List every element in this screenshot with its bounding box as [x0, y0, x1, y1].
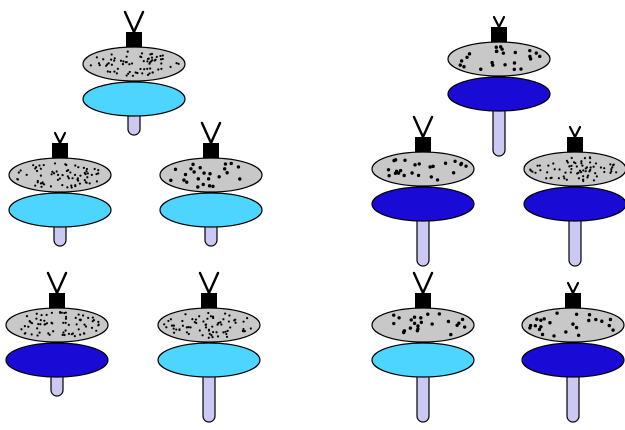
spinning-top-1-1: [82, 10, 186, 136]
knob: [126, 32, 142, 47]
dark-blue-disk: [5, 342, 109, 378]
antenna-icon: [123, 10, 145, 34]
knob: [415, 137, 431, 152]
spinning-top-1-5: [157, 271, 261, 423]
antenna-icon: [492, 15, 506, 29]
spinning-top-1-2: [8, 131, 112, 247]
light-blue-disk: [159, 192, 263, 228]
speckled-disk: [447, 41, 551, 77]
speckle-dots: [528, 311, 615, 338]
knob: [203, 143, 219, 158]
speckle-dots: [169, 161, 242, 189]
antenna-icon: [53, 131, 67, 145]
knob: [491, 27, 507, 42]
antenna-icon: [198, 271, 220, 295]
speckled-disk: [8, 157, 112, 193]
speckled-disk: [5, 307, 109, 343]
knob: [52, 143, 68, 158]
speckle-dots: [163, 311, 252, 339]
light-blue-disk: [157, 342, 261, 378]
spinning-top-2-1: [447, 15, 551, 157]
speckle-dots: [458, 45, 542, 72]
knob: [201, 293, 217, 308]
spinning-top-2-3: [523, 125, 625, 267]
speckled-disk: [523, 151, 625, 187]
stem: [566, 363, 580, 423]
spinning-top-2-5: [521, 281, 625, 423]
dark-blue-disk: [521, 342, 625, 378]
knob: [49, 293, 65, 308]
knob: [565, 293, 581, 308]
light-blue-disk: [371, 342, 475, 378]
dark-blue-disk: [371, 186, 475, 222]
speckle-dots: [392, 312, 467, 337]
spinning-top-2-4: [371, 271, 475, 423]
antenna-icon: [46, 271, 68, 295]
stem: [568, 207, 582, 267]
dark-blue-disk: [447, 76, 551, 112]
stem: [416, 363, 430, 423]
stem: [492, 97, 506, 157]
stem: [202, 363, 216, 423]
light-blue-disk: [82, 81, 186, 117]
speckle-dots: [16, 162, 100, 189]
stem: [416, 207, 430, 267]
antenna-icon: [566, 281, 580, 295]
light-blue-disk: [8, 192, 112, 228]
speckle-dots: [20, 311, 100, 338]
antenna-icon: [200, 121, 222, 145]
antenna-icon: [412, 115, 434, 139]
antenna-icon: [568, 125, 582, 139]
speckle-dots: [89, 50, 180, 77]
dark-blue-disk: [523, 186, 625, 222]
knob: [567, 137, 583, 152]
speckle-dots: [529, 156, 618, 183]
spinning-top-2-2: [371, 115, 475, 267]
spinning-top-1-3: [159, 121, 263, 247]
knob: [415, 293, 431, 308]
spinning-top-1-4: [5, 271, 109, 397]
speckle-dots: [386, 158, 468, 182]
antenna-icon: [412, 271, 434, 295]
